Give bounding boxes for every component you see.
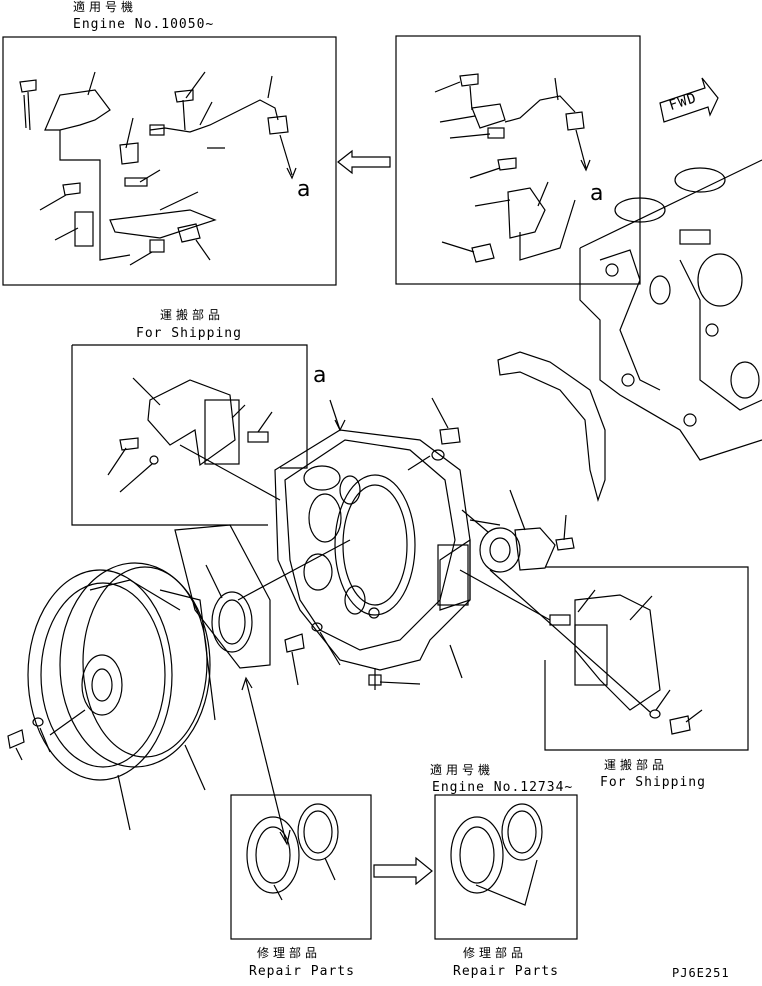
- repair-right-title-en: Repair Parts: [453, 964, 559, 979]
- callout-a-main: a: [313, 363, 328, 388]
- arrow-right-icon: [373, 856, 433, 886]
- seal-detail: [174, 524, 351, 669]
- repair-left-title-jp: 修理部品: [257, 946, 322, 960]
- engine-block: [579, 159, 762, 461]
- arrow-left-icon: [337, 149, 391, 175]
- figure-code: PJ6E251: [672, 966, 730, 980]
- panel-repair-left: [230, 794, 372, 940]
- fwd-arrow-icon: [659, 77, 719, 123]
- flywheel: [27, 562, 216, 781]
- callout-a-top-left: a: [297, 177, 312, 202]
- panel-top-right: [395, 35, 641, 285]
- shipping-right-title-jp: 運搬部品: [604, 758, 669, 772]
- gasket: [497, 351, 606, 503]
- panel-shipping-left: [71, 344, 308, 526]
- shipping-right-title-en: For Shipping: [600, 775, 706, 790]
- panel-top-left: [2, 36, 337, 286]
- panel-shipping-right: [459, 566, 749, 751]
- bolt-icon: [19, 79, 37, 131]
- repair-right-header-jp: 適用号機: [430, 763, 495, 777]
- repair-right-engine-no: Engine No.12734~: [432, 780, 574, 795]
- repair-right-title-jp: 修理部品: [463, 946, 528, 960]
- top-left-engine-no: Engine No.10050~: [73, 17, 215, 32]
- top-left-title-jp: 適用号機: [73, 0, 138, 14]
- callout-a-top-right: a: [590, 181, 605, 206]
- shipping-left-title-en: For Shipping: [136, 326, 242, 341]
- repair-left-title-en: Repair Parts: [249, 964, 355, 979]
- panel-repair-right: [434, 794, 578, 940]
- shipping-left-title-jp: 運搬部品: [160, 308, 225, 322]
- double-arrow-icon: [245, 679, 287, 843]
- flywheel-housing: [274, 429, 471, 671]
